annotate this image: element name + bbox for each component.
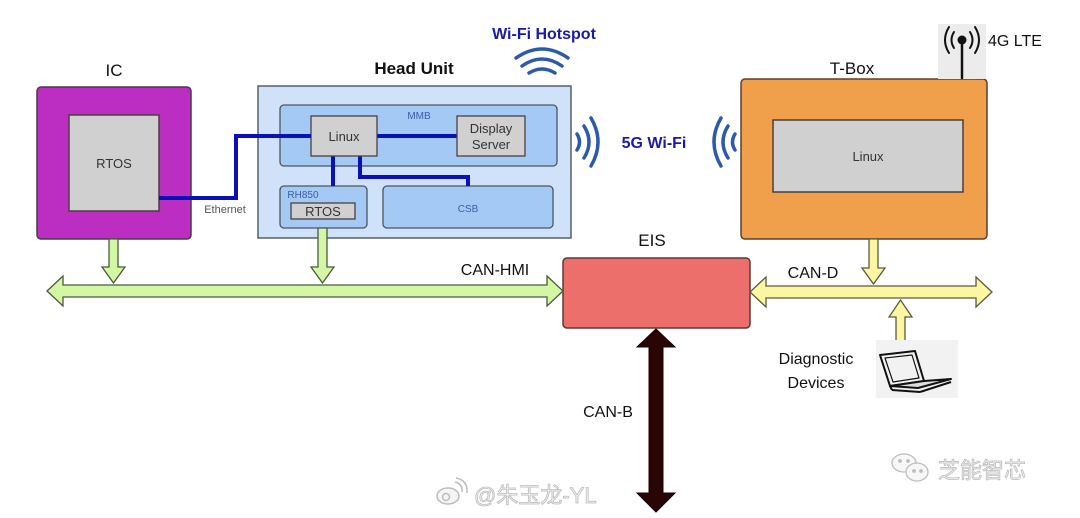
tbox-component: T-Box Linux — [740, 59, 988, 240]
rh850-label: RH850 — [287, 190, 319, 201]
display-server-label-2: Server — [472, 137, 511, 152]
can-d-label: CAN-D — [788, 265, 839, 282]
lte-label: 4G LTE — [988, 33, 1042, 50]
head-unit-component: Head Unit MMB RH850 RTOS CSB Linux Displ… — [257, 59, 572, 239]
eis-box — [562, 257, 751, 329]
ic-rtos-label: RTOS — [96, 156, 132, 171]
tbox-title: T-Box — [830, 59, 875, 78]
ic-title: IC — [106, 61, 123, 80]
eis-title: EIS — [638, 231, 665, 250]
head-unit-title: Head Unit — [374, 59, 454, 78]
linux-csb-link — [358, 156, 470, 186]
can-b-arrow — [635, 328, 677, 513]
hu-linux-label: Linux — [328, 129, 360, 144]
diagnostic-label-2: Devices — [788, 375, 845, 392]
can-d-bus — [749, 238, 993, 347]
can-d-arrow — [749, 275, 993, 309]
wechat-icon — [891, 453, 929, 482]
display-server-box — [456, 115, 526, 157]
ethernet-link — [159, 134, 311, 200]
tbox-linux-box — [772, 119, 964, 193]
wifi-5g-right-icon — [712, 116, 737, 168]
wifi-hotspot-label: Wi-Fi Hotspot — [492, 26, 597, 43]
rh850-to-can-hmi-arrow — [309, 227, 336, 285]
wechat-watermark: 芝能智芯 — [891, 453, 1026, 483]
can-hmi-bus — [46, 227, 564, 308]
wifi-hotspot-icon — [514, 47, 570, 75]
weibo-watermark: @朱玉龙-YL — [436, 477, 597, 508]
can-hmi-label: CAN-HMI — [461, 262, 529, 279]
wechat-watermark-text: 芝能智芯 — [938, 458, 1026, 483]
can-hmi-arrow — [46, 274, 564, 308]
weibo-watermark-text: @朱玉龙-YL — [474, 483, 597, 508]
can-b-label: CAN-B — [583, 404, 633, 421]
rh850-rtos-label: RTOS — [305, 204, 341, 219]
wifi-5g-label: 5G Wi-Fi — [622, 135, 687, 152]
display-server-label-1: Display — [470, 121, 513, 136]
weibo-icon — [436, 477, 468, 505]
ic-rtos-box — [68, 114, 160, 212]
lte-antenna-icon — [944, 26, 980, 80]
tbox-linux-label: Linux — [852, 149, 884, 164]
eis-component: EIS — [562, 231, 751, 329]
ic-component: IC RTOS — [36, 61, 192, 240]
diagnostic-label-1: Diagnostic — [779, 351, 854, 368]
mmb-label: MMB — [407, 111, 431, 122]
tbox-to-can-d-arrow — [860, 238, 887, 286]
wifi-5g-left-icon — [575, 116, 600, 168]
hu-linux-box — [310, 115, 378, 157]
laptop-icon — [879, 350, 952, 393]
ethernet-label: Ethernet — [204, 204, 246, 216]
ic-to-can-hmi-arrow — [100, 238, 127, 285]
diag-to-can-d-arrow — [887, 298, 914, 347]
csb-label: CSB — [458, 204, 479, 215]
rh850-rtos-box — [290, 202, 356, 220]
